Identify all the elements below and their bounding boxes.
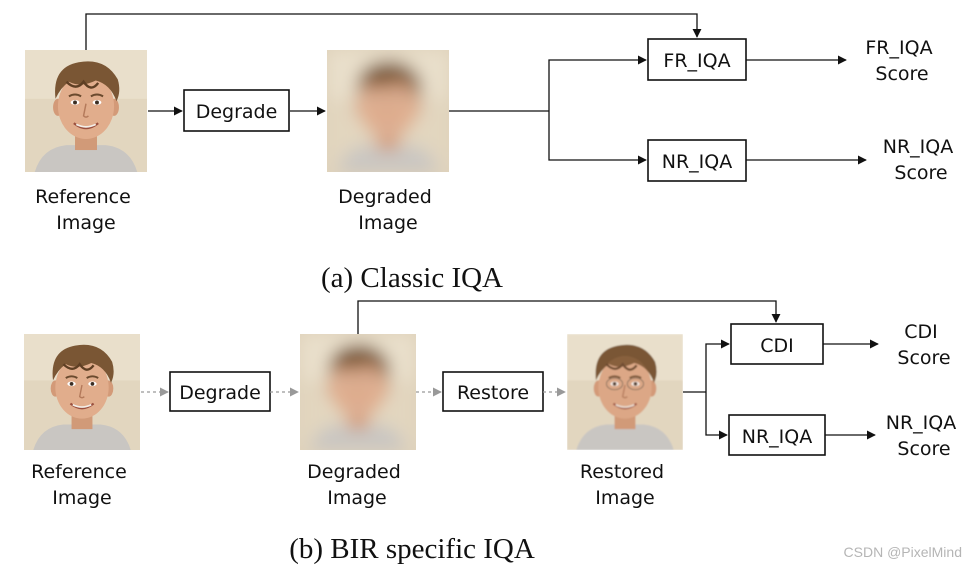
bir-nr-iqa-label: NR_IQA: [742, 426, 812, 448]
bir-restored-label: Restored Image: [580, 461, 670, 509]
classic-degraded-label: Degraded Image: [338, 186, 438, 234]
bir-degrade-box: [169, 371, 271, 412]
bir-restored-photo: [567, 334, 683, 450]
arrow-degraded-to-cdi: [357, 300, 781, 334]
bir-degrade-label: Degrade: [179, 382, 261, 404]
classic-nr-score-label: NR_IQA Score: [883, 136, 960, 184]
bir-iqa-section: Reference Image Degraded Image Restored …: [24, 300, 963, 565]
classic-reference-photo: [25, 50, 147, 172]
classic-degrade-box: [183, 89, 290, 132]
bir-cdi-label: CDI: [760, 335, 794, 357]
bir-restore-label: Restore: [457, 382, 529, 404]
bir-nr-score-label: NR_IQA Score: [886, 412, 963, 460]
classic-degrade-label: Degrade: [196, 101, 278, 123]
arrow-to-nr-iqa: [548, 111, 647, 165]
classic-fr-score-label: FR_IQA Score: [865, 37, 938, 85]
classic-fr-iqa-label: FR_IQA: [663, 50, 730, 72]
bir-degraded-label: Degraded Image: [307, 461, 407, 509]
classic-caption: (a) Classic IQA: [321, 262, 503, 294]
bir-reference-label: Reference Image: [31, 461, 133, 509]
arrow-to-fr-iqa: [548, 55, 647, 111]
bir-nr-iqa-box: [728, 414, 826, 456]
watermark: CSDN @PixelMind: [844, 544, 962, 560]
bir-cdi-score-label: CDI Score: [897, 321, 950, 369]
classic-reference-label: Reference Image: [35, 186, 137, 234]
bir-caption: (b) BIR specific IQA: [289, 533, 535, 565]
classic-nr-iqa-label: NR_IQA: [662, 151, 732, 173]
bir-reference-photo: [24, 334, 140, 450]
classic-degraded-photo: [327, 50, 449, 172]
bir-restore-box: [442, 371, 544, 412]
classic-iqa-section: Reference Image Degraded Image Degrade F…: [25, 13, 960, 294]
arrow-to-bir-nr-iqa: [705, 392, 728, 440]
arrow-reference-to-fr-iqa: [85, 13, 702, 50]
arrow-to-cdi: [705, 339, 730, 392]
bir-degraded-photo: [300, 334, 416, 450]
